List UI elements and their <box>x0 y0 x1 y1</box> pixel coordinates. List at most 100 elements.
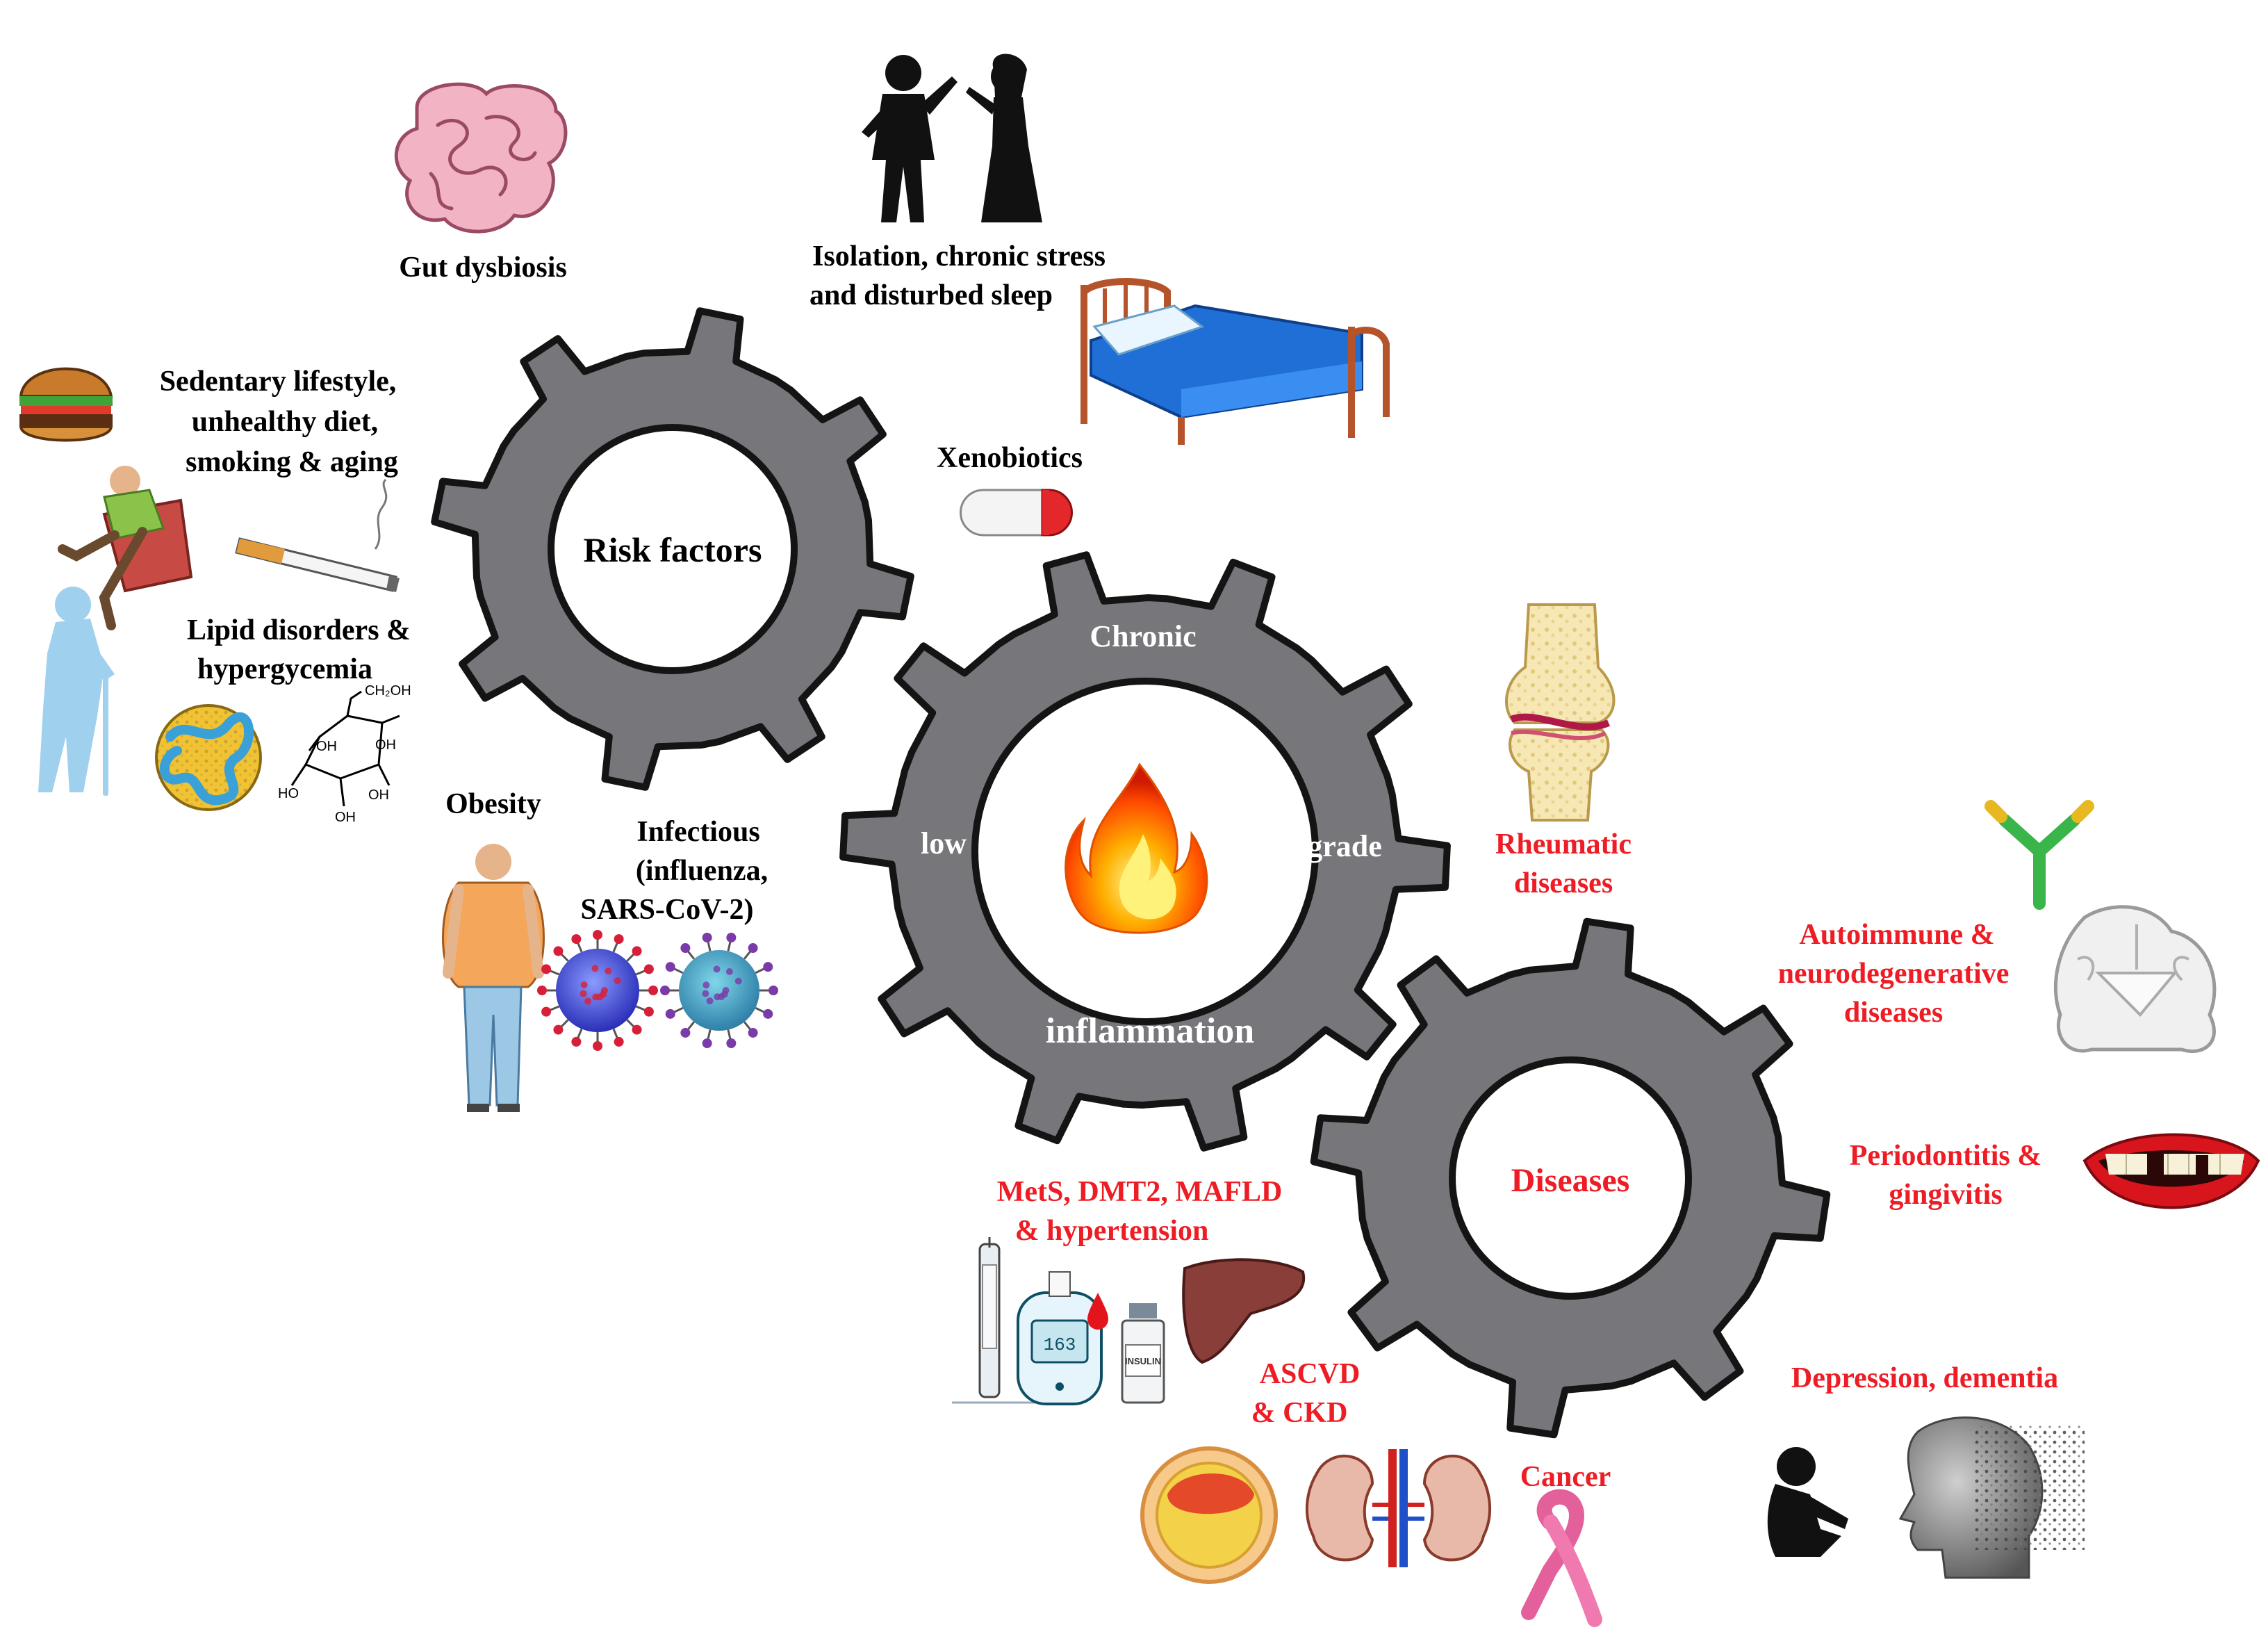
ascvd-label-line2: & CKD <box>1251 1397 1348 1429</box>
virus-spike-tip <box>593 930 602 940</box>
virus-spike-tip <box>702 1038 712 1049</box>
diseases-gear <box>1310 917 1831 1439</box>
glucose-label-oh4: OH <box>335 810 356 825</box>
obesity-label: Obesity <box>445 788 541 820</box>
autoimmune-label-line1: Autoimmune & <box>1799 919 1994 951</box>
burger-icon <box>19 367 113 442</box>
glucose-label-oh1: OH <box>316 739 337 754</box>
virus-surface-dot <box>591 965 599 972</box>
virus-spike-tip <box>541 1006 552 1017</box>
gear-risk-hole <box>548 424 798 674</box>
lipid-label-line1: Lipid disorders & <box>187 614 411 646</box>
virus-spike-tip <box>680 943 691 954</box>
inflammation-label-right: grade <box>1307 829 1382 863</box>
brain-section-icon <box>2053 905 2217 1054</box>
virus-spike-tip <box>763 962 773 972</box>
virus-spike-tip <box>571 1036 582 1047</box>
artery-section-icon <box>1140 1446 1278 1584</box>
ascvd-label-line1: ASCVD <box>1260 1358 1361 1390</box>
stress-label-line1: Isolation, chronic stress <box>812 240 1106 272</box>
virus-spike-tip <box>632 1024 642 1035</box>
risk-factors-gear-label: Risk factors <box>584 530 762 569</box>
virus-surface-dot <box>725 968 733 976</box>
inflammation-label-left: low <box>921 826 967 860</box>
glucose-label-ch2oh: CH₂OH <box>365 683 411 699</box>
insulin-pen-icon <box>952 1237 1070 1404</box>
mets-label-line2: & hypertension <box>1015 1215 1209 1247</box>
virus-surface-dot <box>702 981 710 989</box>
lifestyle-label-line3: smoking & aging <box>186 446 398 478</box>
virus-spike-tip <box>537 986 547 995</box>
virus-spike-tip <box>643 964 654 974</box>
virus-spike-tip <box>769 986 778 995</box>
virus-surface-dot <box>592 993 600 1001</box>
infectious-label-line2: (influenza, <box>636 855 768 887</box>
gear-dis-hole <box>1449 1056 1692 1300</box>
virus-surface-dot <box>706 997 714 1005</box>
coronavirus-icon <box>660 932 778 1049</box>
virus-spike-tip <box>632 946 642 956</box>
virus-surface-dot <box>734 977 742 985</box>
virus-spike-tip <box>680 1027 691 1038</box>
pill-capsule-icon <box>960 489 1073 537</box>
glucose-molecule-icon <box>290 690 400 807</box>
glucometer-icon <box>1017 1271 1103 1405</box>
bed-icon <box>1080 278 1390 445</box>
inflammation-label-top: Chronic <box>1090 619 1196 653</box>
virus-surface-dot <box>584 997 592 1005</box>
virus-spike-tip <box>665 1008 675 1019</box>
risk-factors-gear <box>431 307 914 791</box>
mets-label-line1: MetS, DMT2, MAFLD <box>997 1176 1283 1208</box>
insulin-vial-label: INSULIN <box>1125 1356 1161 1366</box>
virus-spike-tip <box>748 1027 758 1038</box>
depressed-person-icon <box>1767 1447 1848 1557</box>
sitting-man-icon <box>58 466 193 630</box>
diseases-gear-label: Diseases <box>1511 1162 1630 1199</box>
fire-icon <box>1065 762 1208 934</box>
periodontitis-label-line2: gingivitis <box>1889 1179 2002 1211</box>
glucose-label-ho: HO <box>278 786 299 801</box>
virus-body <box>556 949 639 1032</box>
lipoprotein-icon <box>155 704 262 811</box>
virus-spike-tip <box>763 1008 773 1019</box>
virus-surface-dot <box>713 965 721 973</box>
periodontitis-label-line1: Periodontitis & <box>1850 1140 2041 1172</box>
lipid-label-line2: hypergycemia <box>197 653 372 685</box>
obese-man-icon <box>442 844 545 1112</box>
virus-surface-dot <box>702 990 709 997</box>
glucose-label-oh2: OH <box>375 737 396 753</box>
dementia-head-icon <box>1898 1416 2085 1579</box>
arguing-couple-icon <box>862 54 1042 222</box>
virus-surface-dot <box>605 967 612 975</box>
virus-surface-dot <box>714 993 721 1001</box>
virus-spike-tip <box>726 932 737 942</box>
virus-body <box>679 950 759 1031</box>
virus-spike-tip <box>665 962 675 972</box>
kidneys-icon <box>1305 1449 1492 1567</box>
rheumatic-label-line1: Rheumatic <box>1495 828 1632 860</box>
virus-spike-tip <box>553 946 564 956</box>
cigarette-icon <box>235 478 400 592</box>
inflammation-label-bottom: inflammation <box>1046 1011 1255 1051</box>
glucometer-reading: 163 <box>1044 1334 1076 1355</box>
intestine-icon <box>394 82 568 234</box>
glucose-label-oh3: OH <box>368 787 389 803</box>
virus-spike-tip <box>648 986 658 995</box>
virus-spike-tip <box>702 932 712 942</box>
virus-spike-tip <box>553 1024 564 1035</box>
cancer-label: Cancer <box>1520 1461 1611 1493</box>
insulin-vial-icon <box>1121 1303 1165 1404</box>
rheumatic-label-line2: diseases <box>1514 867 1613 899</box>
cancer-ribbon-icon <box>1521 1489 1602 1627</box>
virus-spike-tip <box>614 934 624 945</box>
virus-surface-dot <box>614 977 621 985</box>
virus-spike-tip <box>643 1006 654 1017</box>
virus-surface-dot <box>580 981 588 989</box>
lifestyle-label-line1: Sedentary lifestyle, <box>160 366 397 398</box>
lifestyle-label-line2: unhealthy diet, <box>192 406 378 438</box>
autoimmune-label-line2: neurodegenerative <box>1778 958 2010 990</box>
infectious-label-line3: SARS-CoV-2) <box>581 894 754 926</box>
knee-joint-icon <box>1505 603 1616 822</box>
autoimmune-label-line3: diseases <box>1844 997 1943 1029</box>
